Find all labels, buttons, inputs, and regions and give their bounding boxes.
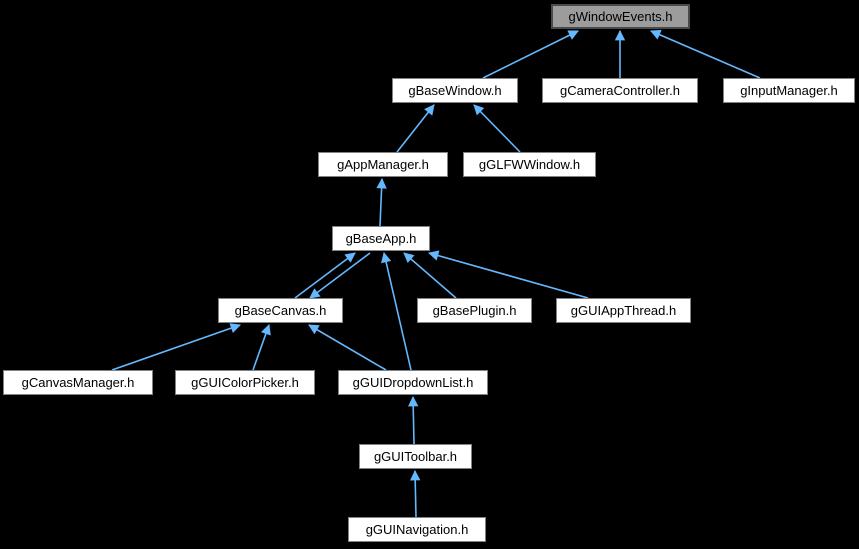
graph-node-canvasmanager[interactable]: gCanvasManager.h <box>3 370 153 395</box>
graph-node-basecanvas[interactable]: gBaseCanvas.h <box>218 298 343 323</box>
edge-glfwwindow-to-basewindow <box>473 104 521 153</box>
graph-node-baseapp[interactable]: gBaseApp.h <box>332 226 430 251</box>
graph-node-basewindow[interactable]: gBaseWindow.h <box>392 78 518 103</box>
graph-node-guicolorpicker[interactable]: gGUIColorPicker.h <box>175 370 315 395</box>
edge-guinavigation-to-guitoolbar <box>410 469 421 518</box>
edge-canvasmanager-to-basecanvas <box>111 323 241 371</box>
edge-baseapp-to-basecanvas <box>309 252 371 299</box>
graph-node-guiappthread[interactable]: gGUIAppThread.h <box>556 298 691 323</box>
graph-node-glfwwindow[interactable]: gGLFWWindow.h <box>463 152 596 177</box>
edge-guiappthread-to-baseapp <box>427 250 589 299</box>
graph-node-guidropdownlist[interactable]: gGUIDropdownList.h <box>338 370 488 395</box>
graph-node-appmanager[interactable]: gAppManager.h <box>318 152 448 177</box>
graph-node-inputmanager[interactable]: gInputManager.h <box>723 78 855 103</box>
edge-guicolorpicker-to-basecanvas <box>252 324 271 371</box>
graph-node-windowevents: gWindowEvents.h <box>551 4 690 29</box>
edge-guidropdownlist-to-baseapp <box>381 251 412 371</box>
edge-guidropdownlist-to-basecanvas <box>308 324 387 371</box>
graph-node-baseplugin[interactable]: gBasePlugin.h <box>417 298 532 323</box>
graph-node-cameracontroller[interactable]: gCameraController.h <box>542 78 698 103</box>
edge-baseapp-to-appmanager <box>376 177 387 227</box>
edge-basecanvas-to-baseapp <box>294 252 356 299</box>
graph-node-guitoolbar[interactable]: gGUIToolbar.h <box>359 444 472 469</box>
edge-appmanager-to-basewindow <box>396 104 435 153</box>
edge-basewindow-to-windowevents <box>482 30 579 79</box>
edge-inputmanager-to-windowevents <box>650 29 761 79</box>
edge-guitoolbar-to-guidropdownlist <box>408 395 419 445</box>
graph-node-guinavigation[interactable]: gGUINavigation.h <box>348 517 486 542</box>
edge-baseplugin-to-baseapp <box>403 252 457 299</box>
